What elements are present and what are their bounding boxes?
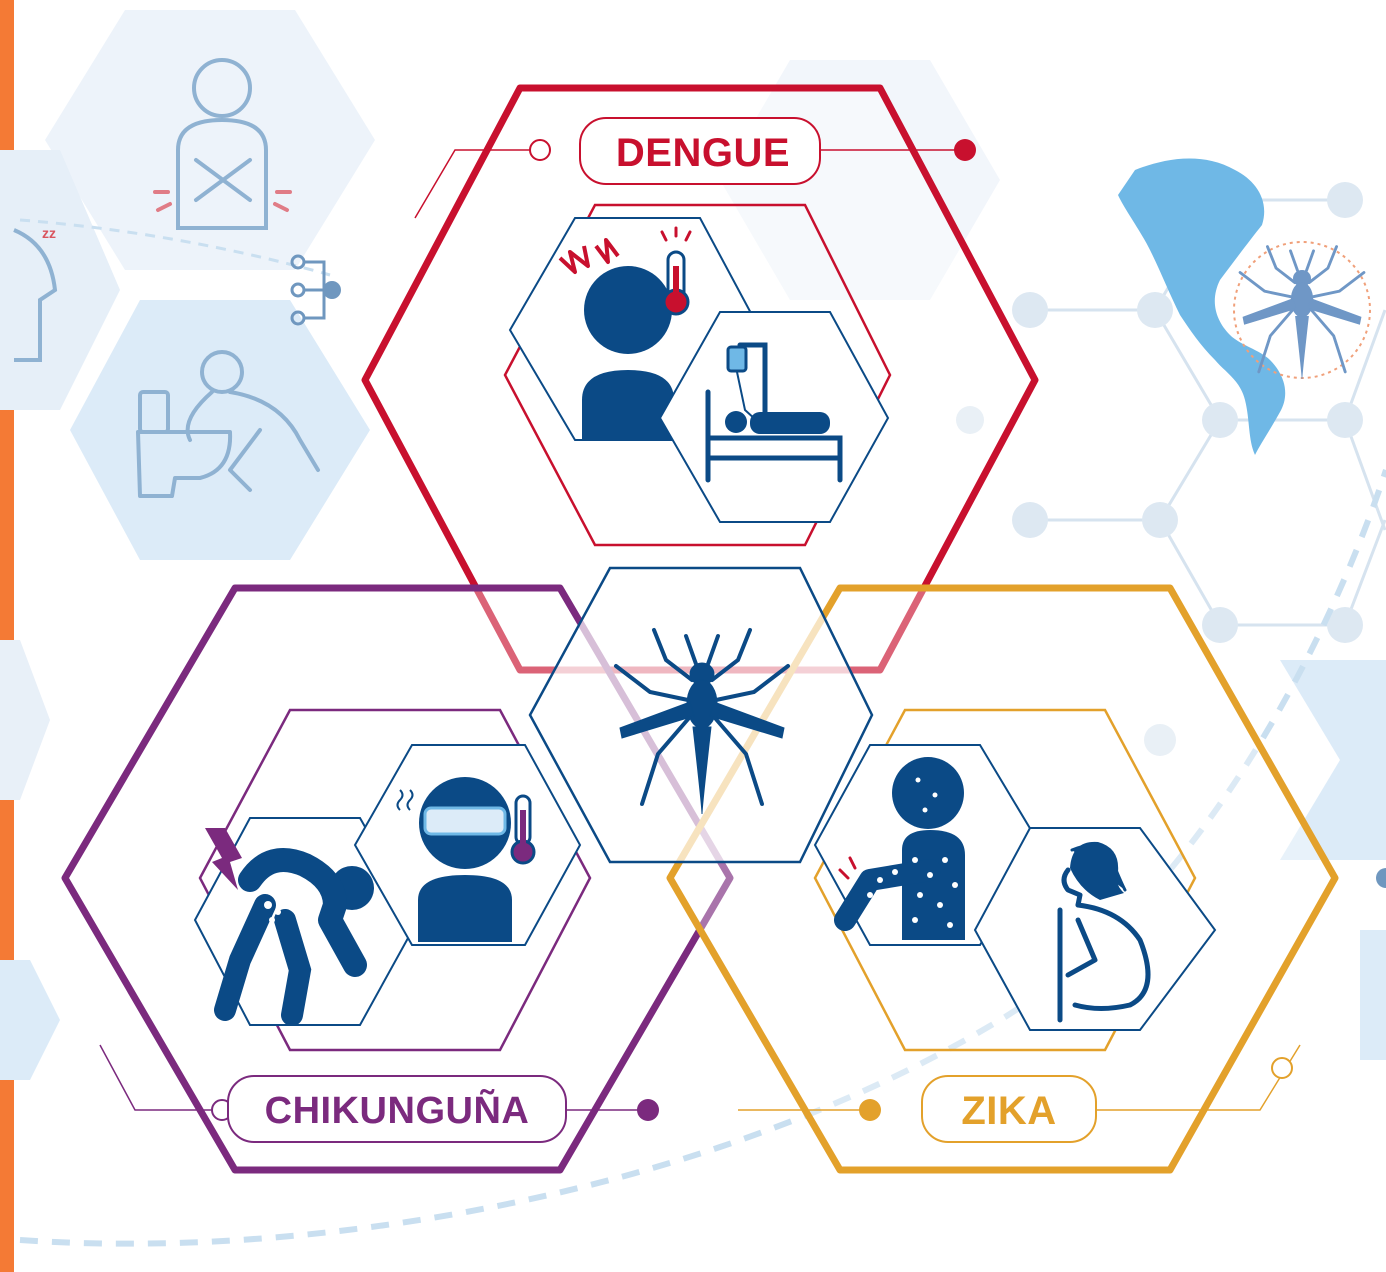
pain-marks	[153, 190, 292, 212]
svg-text:zz: zz	[42, 225, 56, 241]
sleep-icon: zz	[13, 225, 58, 362]
pregnant-woman-hair	[1070, 841, 1124, 900]
edge-node	[1376, 868, 1386, 888]
skin-rash-icon	[834, 757, 965, 940]
zika-hexagon-inner	[813, 708, 1197, 1052]
dengue-group: DENGUE	[361, 84, 1039, 674]
vomiting-icon	[136, 350, 320, 498]
dengue-leader-left	[414, 149, 535, 219]
headache-fever-icon	[558, 226, 692, 440]
stomach-pain-icon	[176, 58, 268, 230]
dengue-hexagon-inner	[503, 203, 892, 547]
americas-map-icon	[1118, 158, 1286, 455]
dengue-label: DENGUE	[616, 131, 790, 175]
chikungunya-label: CHIKUNGUÑA	[265, 1088, 530, 1132]
chikungunya-hexagon-inner	[198, 708, 592, 1052]
patient-head	[725, 411, 747, 433]
zika-label: ZIKA	[961, 1089, 1056, 1133]
zika-node-left	[859, 1099, 881, 1121]
background-network-nodes	[956, 182, 1363, 756]
zika-label-box	[921, 1075, 1097, 1143]
fever-chills-icon	[396, 777, 536, 942]
chikungunya-group: CHIKUNGUÑA	[61, 584, 734, 1174]
dashed-curve	[19, 469, 1386, 1247]
connector-node	[323, 281, 341, 299]
dengue-node-left	[529, 139, 551, 161]
patient-body	[750, 412, 830, 434]
zika-icon-hex-2	[973, 827, 1217, 1031]
joint-pain-icon	[205, 828, 374, 1026]
chikungunya-node-right	[637, 1099, 659, 1121]
chikungunya-label-box	[227, 1075, 567, 1143]
dengue-label-box	[579, 117, 821, 185]
zika-node-right	[1271, 1057, 1293, 1079]
chikungunya-leader-left	[99, 1044, 215, 1111]
dengue-node-right	[954, 139, 976, 161]
hospital-bed-icon	[705, 342, 843, 483]
